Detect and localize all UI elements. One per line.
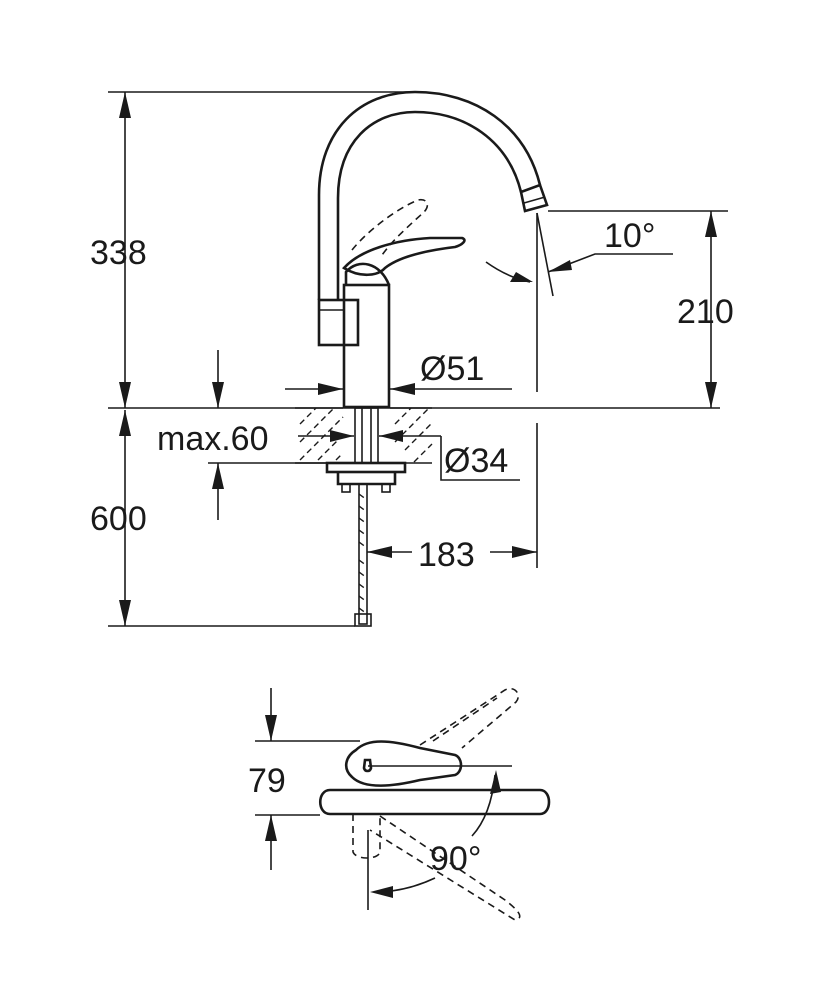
swivel-collar <box>317 298 360 347</box>
body-diameter-label: Ø51 <box>420 350 484 388</box>
spout-top <box>318 788 551 816</box>
spout-nozzle <box>519 183 549 213</box>
spout-reach-label: 183 <box>418 536 475 574</box>
spout-angle-label: 10° <box>604 217 655 255</box>
lever-height-label: 79 <box>248 762 286 800</box>
total-height-label: 338 <box>90 234 147 272</box>
mounting-nut <box>325 461 407 474</box>
faucet-top-view <box>255 687 551 921</box>
lever-top-alt-up <box>419 687 520 749</box>
lever-top-alt-down <box>369 815 521 921</box>
lever-side-alt <box>351 198 429 259</box>
lever-side <box>342 236 466 277</box>
mount-thickness-label: max.60 <box>157 420 269 458</box>
dimension-lines <box>108 91 728 627</box>
spout-height-label: 210 <box>677 293 734 331</box>
spout-arch <box>317 90 542 300</box>
hole-diameter-label: Ø34 <box>444 442 508 480</box>
lever-top <box>344 740 463 787</box>
lever-rotation-label: 90° <box>430 840 481 878</box>
shank <box>354 407 379 464</box>
hose-length-label: 600 <box>90 500 147 538</box>
hose-left <box>358 483 368 625</box>
spout-arch-inner <box>336 110 523 300</box>
